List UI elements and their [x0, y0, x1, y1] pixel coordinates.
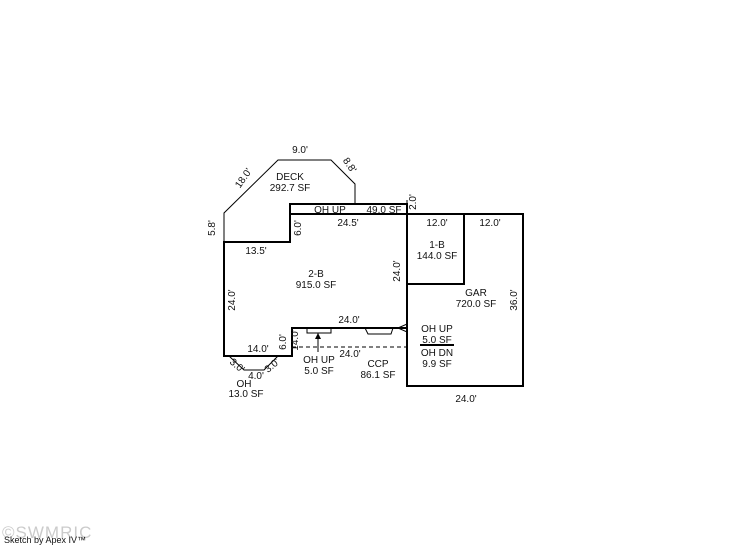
- dim-ccp-left: 14.0': [290, 329, 301, 350]
- deck-name: DECK: [276, 172, 304, 183]
- overhang-small-right: [364, 327, 394, 335]
- dim-bay-right: 3.0': [263, 357, 282, 376]
- dim-left-wall: 24.0': [227, 289, 238, 310]
- bay-window-outline: [228, 355, 279, 371]
- oh-up-top-name: OH UP: [314, 205, 346, 216]
- dim-gar-top-right: 12.0': [479, 218, 500, 229]
- sketch-credit: Sketch by Apex IV™: [4, 535, 87, 545]
- oh-dn-area: 9.9 SF: [422, 359, 451, 370]
- carport-name: CCP: [367, 359, 388, 370]
- dim-deck-left: 5.8': [207, 220, 218, 236]
- dim-step-horz: 13.5': [245, 246, 266, 257]
- main-house-outline: [223, 213, 407, 357]
- dim-bay-mid: 4.0': [248, 371, 264, 382]
- dim-deck-top: 9.0': [292, 145, 308, 156]
- dim-deck-left-diag: 18.0': [233, 167, 254, 191]
- oh-up-mid-area: 5.0 SF: [422, 335, 451, 346]
- dim-top-wall: 24.5': [337, 218, 358, 229]
- room-1b-name: 1-B: [429, 240, 445, 251]
- oh-dn-name: OH DN: [421, 348, 453, 359]
- area-labels: DECK 292.7 SF OH UP 49.0 SF 2-B 915.0 SF…: [228, 172, 496, 400]
- room-2b-name: 2-B: [308, 269, 324, 280]
- dim-step-vert: 6.0': [293, 220, 304, 236]
- dim-gar-right: 36.0': [509, 289, 520, 310]
- room-1b-area: 144.0 SF: [417, 251, 458, 262]
- oh-up-top-area: 49.0 SF: [366, 205, 401, 216]
- overhang-notch-corner: [396, 323, 408, 333]
- carport-area: 86.1 SF: [360, 370, 395, 381]
- deck-outline: [223, 159, 356, 242]
- dim-notch-left: 6.0': [278, 334, 289, 350]
- garage-name: GAR: [465, 288, 487, 299]
- dim-mid-wall: 24.0': [392, 260, 403, 281]
- dim-deck-right: 2.0': [408, 194, 419, 210]
- dim-bottom-left: 14.0': [247, 344, 268, 355]
- oh-up-small-name: OH UP: [303, 355, 335, 366]
- bay-name: OH: [237, 379, 252, 390]
- pointer-arrowhead: [315, 333, 321, 339]
- room-1b-outline: [406, 214, 465, 285]
- dim-bay-left: 3.0': [227, 357, 246, 376]
- bay-area: 13.0 SF: [228, 389, 263, 400]
- dim-ccp-bottom: 24.0': [339, 349, 360, 360]
- watermark: ©SWMRIC: [2, 523, 93, 542]
- dim-notch-top: 24.0': [338, 315, 359, 326]
- dim-gar-bottom: 24.0': [455, 394, 476, 405]
- plan-lines: [223, 159, 524, 387]
- garage-area: 720.0 SF: [456, 299, 497, 310]
- dim-b1-top: 12.0': [426, 218, 447, 229]
- oh-up-small-area: 5.0 SF: [304, 366, 333, 377]
- oh-up-mid-name: OH UP: [421, 324, 453, 335]
- room-2b-area: 915.0 SF: [296, 280, 337, 291]
- deck-area: 292.7 SF: [270, 183, 311, 194]
- overhang-small-left: [306, 327, 332, 334]
